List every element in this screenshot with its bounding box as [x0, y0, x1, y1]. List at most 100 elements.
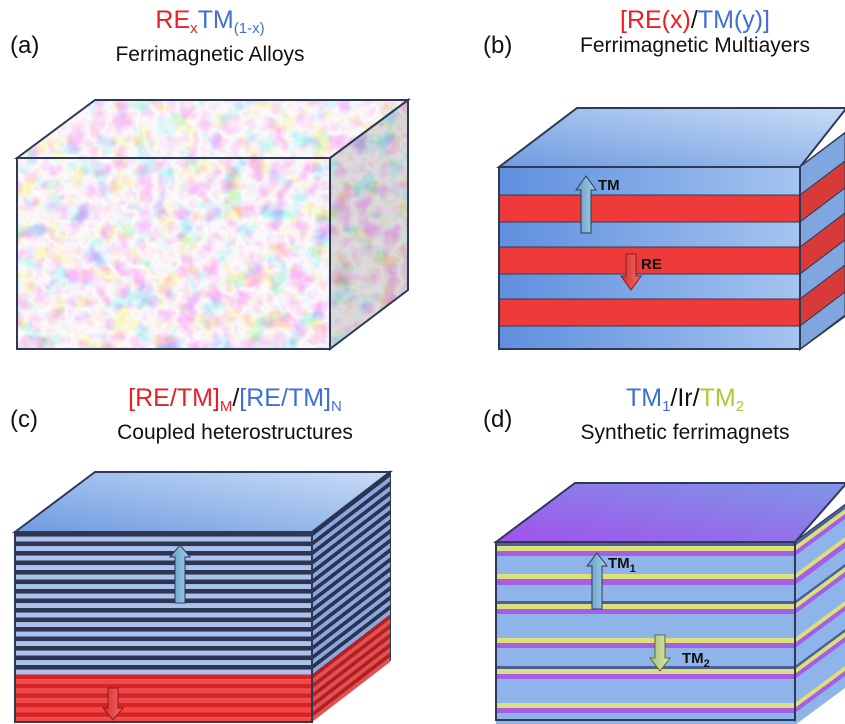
re-tm-layer	[15, 622, 312, 627]
ir-layer-side	[795, 542, 845, 585]
re-tm-layer	[15, 579, 312, 585]
layer-side	[312, 552, 390, 618]
panel-c-formula: [RE/TM]M/[RE/TM]N	[70, 384, 400, 421]
re-tm-layer	[15, 603, 312, 608]
heterostructure-block	[12, 469, 393, 723]
panel-b-title: [RE(x)/TM(y)] Ferrimagnetic Multiayers	[545, 6, 845, 58]
layer-side	[312, 505, 390, 570]
tm2-layer	[496, 638, 795, 643]
layer-side	[312, 562, 390, 627]
layer-side	[312, 643, 390, 708]
re-tm-layer	[15, 674, 312, 680]
synthetic-layers	[496, 542, 795, 724]
layer-side	[312, 533, 390, 599]
heterostructure-side-stripes	[312, 472, 390, 722]
tm2-layer	[496, 604, 795, 609]
tm1-layer	[496, 679, 795, 703]
formula-m-sub: M	[219, 398, 233, 415]
formula-slash: /	[690, 6, 698, 34]
re-tm-layer	[15, 669, 312, 675]
re-tm-layer	[15, 536, 312, 542]
tm2-layer	[496, 703, 795, 708]
re-tm-layer	[15, 546, 312, 551]
re-layer	[498, 246, 801, 275]
re-tm-layer	[15, 641, 312, 646]
re-tm-layer	[15, 665, 312, 670]
synthetic-top-face	[492, 482, 845, 543]
re-tm-layer	[15, 574, 312, 580]
re-tm-layer	[15, 627, 312, 632]
panel-label-b: (b)	[483, 32, 513, 59]
layer-side	[312, 472, 390, 537]
layer-side	[312, 538, 390, 604]
panel-d-formula: TM1/Ir/TM2	[540, 384, 830, 421]
formula-re-tm-m: [RE/TM]	[128, 384, 220, 412]
tm1-layer	[496, 614, 795, 638]
layer-side	[312, 619, 390, 684]
ir-layer	[496, 643, 795, 648]
layer-side	[312, 500, 390, 566]
formula-tm: TM(y)	[697, 6, 764, 34]
tm1-layer	[496, 713, 795, 724]
tm1-arrow-label-sub: 1	[630, 563, 636, 575]
re-tm-layer	[15, 646, 312, 651]
layer-side	[312, 510, 390, 575]
formula-re: RE	[155, 6, 191, 34]
formula-tm-sub: (1-x)	[233, 20, 265, 37]
panel-d-subtitle: Synthetic ferrimagnets	[580, 421, 790, 444]
panel-label-a: (a)	[10, 32, 40, 59]
tm1-layer-side	[795, 519, 845, 574]
tm1-layer-side	[795, 577, 845, 638]
re-tm-layer	[15, 532, 312, 537]
re-tm-layer	[15, 551, 312, 556]
ir-layer-side	[795, 637, 845, 679]
ir-layer	[496, 579, 795, 585]
alloy-front-face	[17, 158, 330, 349]
formula-bracket: ]	[763, 6, 770, 34]
alloy-cube	[13, 98, 412, 352]
layer-side	[312, 495, 390, 561]
tm2-layer-side	[795, 567, 845, 609]
formula-re-tm-n: [RE/TM]	[239, 384, 331, 412]
tm2-layer	[496, 574, 795, 579]
panel-b-subtitle: Ferrimagnetic Multiayers	[580, 34, 810, 57]
multilayer-top-face	[496, 107, 845, 168]
panel-a-title: RExTM(1-x) Ferrimagnetic Alloys	[80, 6, 340, 67]
tm2-layer-side	[795, 666, 845, 708]
layer-side	[312, 519, 390, 585]
re-layer	[498, 194, 801, 223]
tm2-layer-side	[795, 509, 845, 551]
re-tm-layer	[15, 688, 312, 694]
re-tm-layer	[15, 608, 312, 613]
re-tm-layer	[15, 650, 312, 656]
re-tm-layer	[15, 684, 312, 689]
panel-c-title: [RE/TM]M/[RE/TM]N Coupled heterostructur…	[70, 384, 400, 445]
layer-side	[312, 647, 390, 713]
re-tm-layer	[15, 636, 312, 642]
layer-side	[312, 557, 390, 623]
heterostructure-arrow-down	[101, 687, 125, 721]
formula-slash: /	[232, 384, 240, 412]
tm2-arrow-down: TM2	[648, 634, 710, 672]
layer-side	[312, 624, 390, 689]
layer-side	[312, 548, 390, 613]
panel-label-d: (d)	[483, 406, 513, 433]
tm1-layer-side	[795, 629, 845, 669]
panel-b-formula: [RE(x)/TM(y)]	[545, 6, 845, 34]
re-tm-layer	[15, 679, 312, 684]
re-tm-layer	[15, 693, 312, 699]
panel-a-subtitle: Ferrimagnetic Alloys	[115, 43, 305, 66]
tm1-layer-side	[795, 642, 845, 703]
re-tm-layer	[15, 617, 312, 623]
layer-side	[312, 491, 390, 556]
layer-side	[312, 638, 390, 703]
ir-layer	[496, 674, 795, 679]
ir-layer-side	[795, 606, 845, 648]
tm1-layer-side	[795, 611, 845, 666]
tm-arrow-label: TM	[598, 177, 620, 194]
re-tm-layer	[15, 717, 312, 722]
formula-bracket: [	[620, 6, 627, 34]
layer-side	[312, 652, 390, 718]
formula-re-sub: x	[190, 20, 198, 37]
